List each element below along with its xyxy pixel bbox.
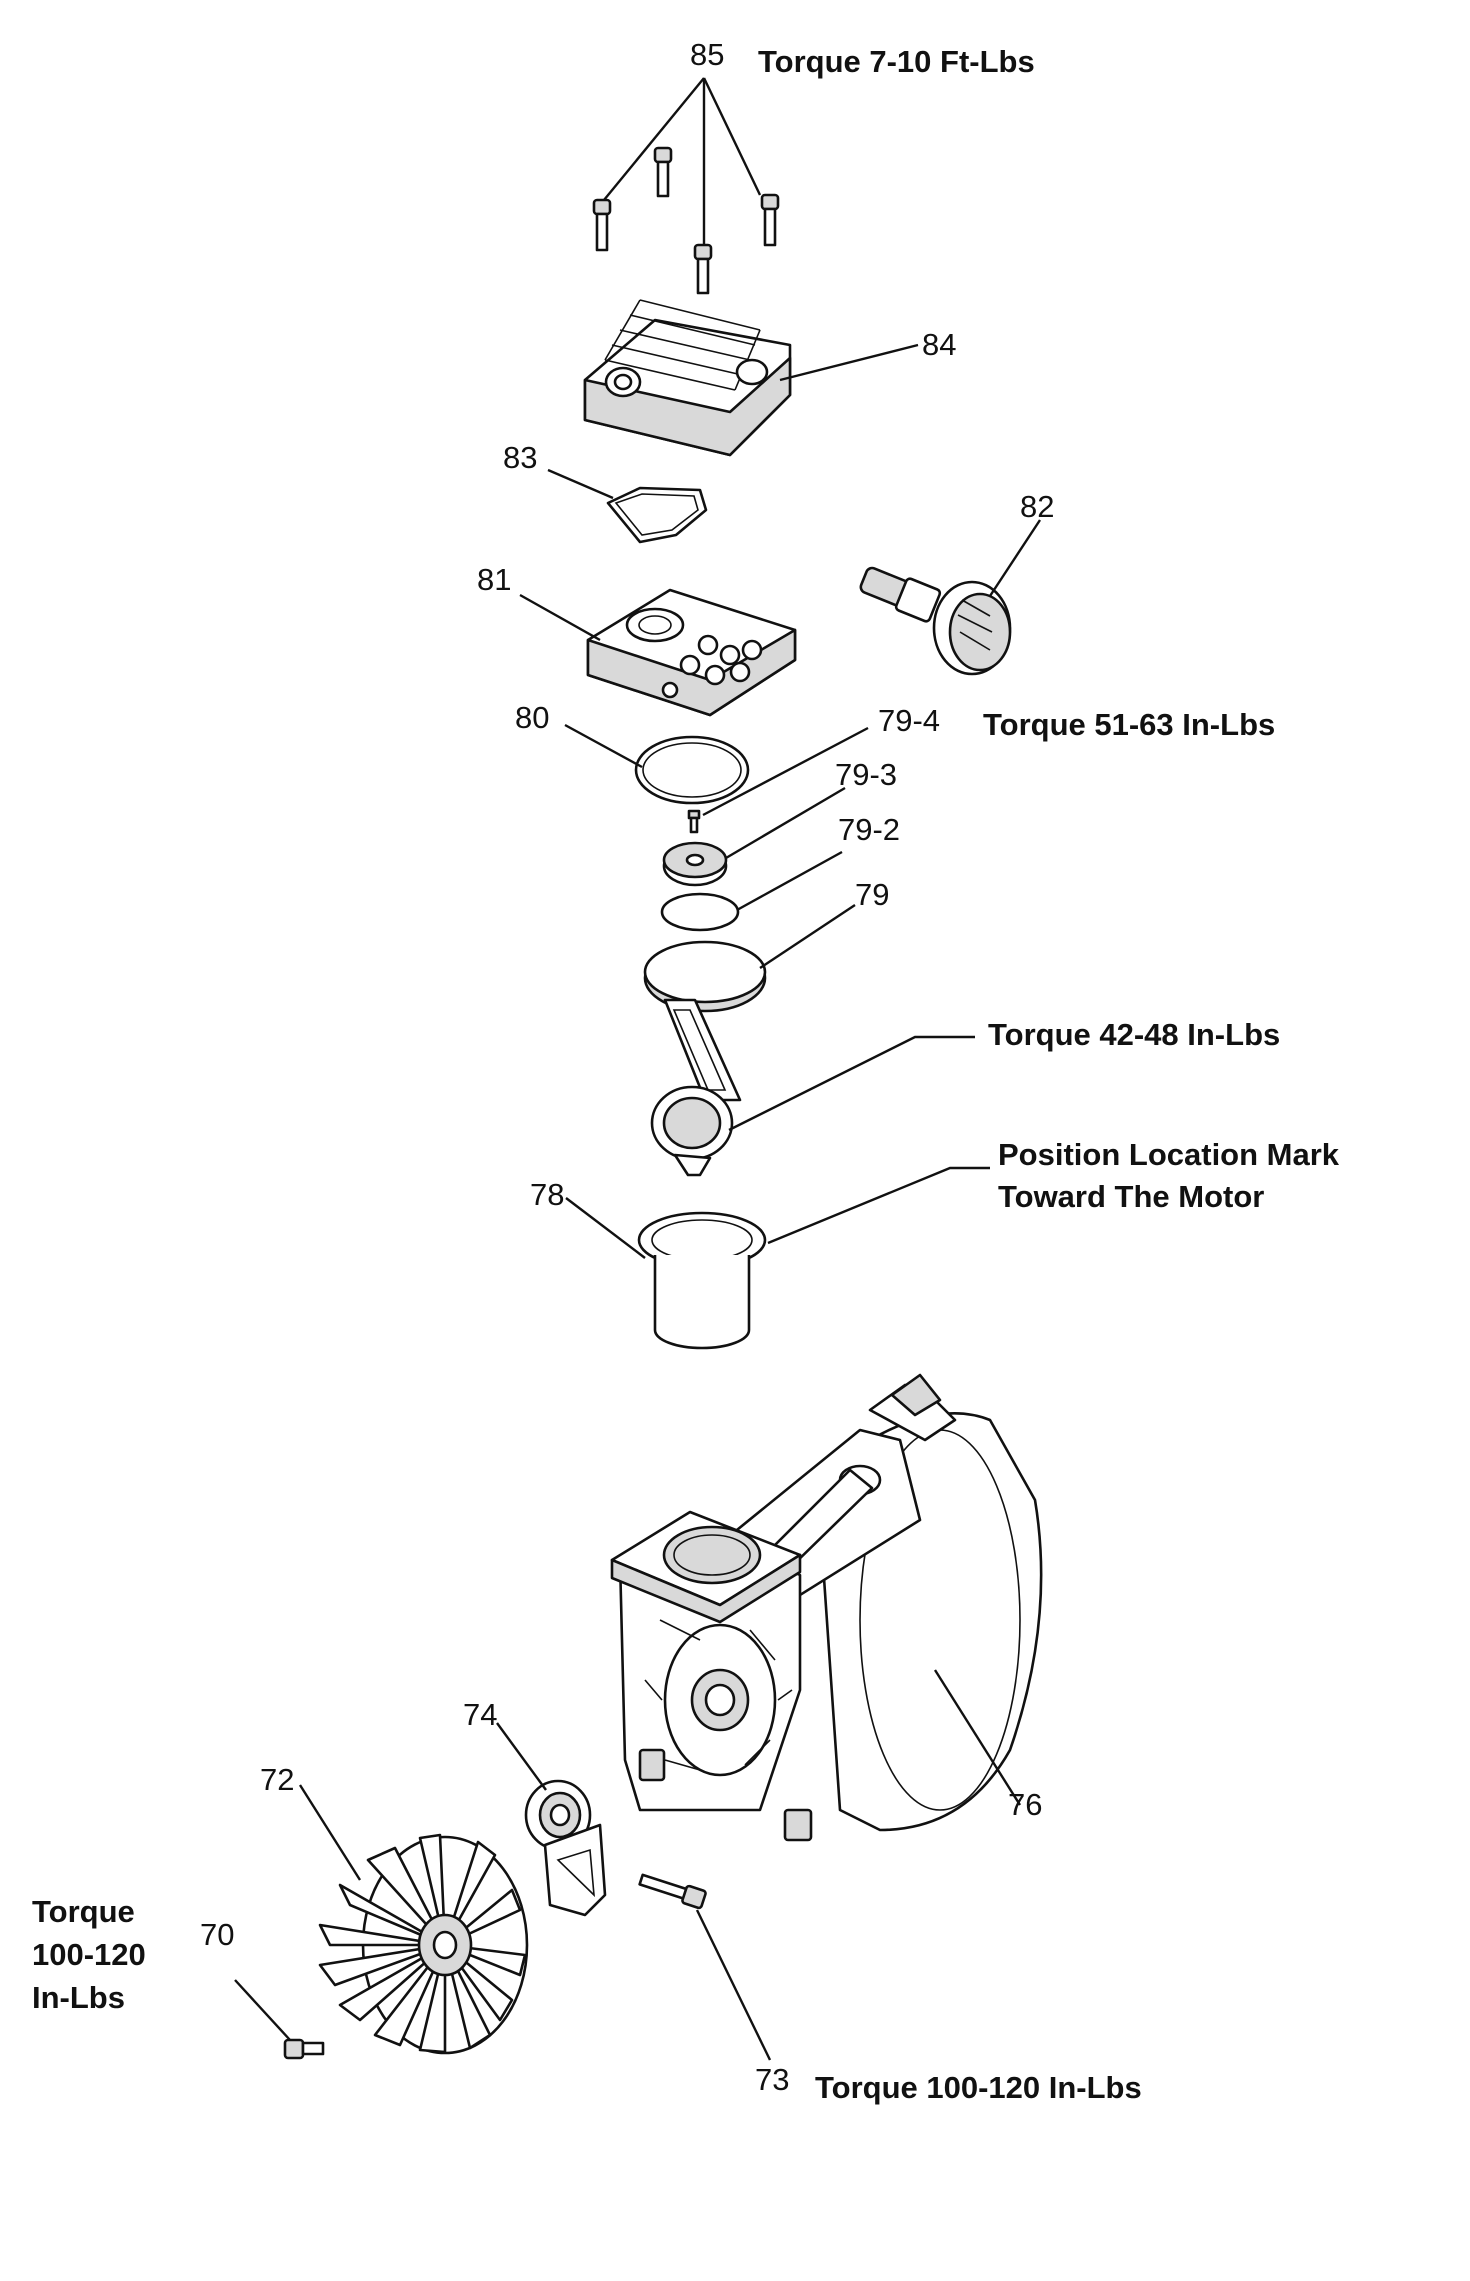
callout-73: 73 — [755, 2062, 789, 2097]
part-74-eccentric — [496, 1722, 607, 1917]
part-73-bolt — [638, 1873, 772, 2061]
part-84-cylinder-head — [583, 299, 919, 457]
callout-81: 81 — [477, 562, 511, 597]
callout-83: 83 — [503, 440, 537, 475]
callout-74: 74 — [463, 1697, 497, 1732]
callout-82: 82 — [1020, 489, 1054, 524]
callout-84: 84 — [922, 327, 956, 362]
part-82-fitting — [859, 519, 1042, 676]
part-79-4-screw — [687, 726, 869, 834]
note-torque-73: Torque 100-120 In-Lbs — [815, 2070, 1142, 2105]
note-torque-79-4: Torque 51-63 In-Lbs — [983, 707, 1275, 742]
callout-85: 85 — [690, 37, 724, 72]
note-torque-rod: Torque 42-48 In-Lbs — [988, 1017, 1280, 1052]
part-80-o-ring — [564, 723, 750, 805]
note-torque-70-line3: In-Lbs — [32, 1980, 125, 2015]
callout-76: 76 — [1008, 1787, 1042, 1822]
part-72-fan — [298, 1784, 529, 2055]
part-85-bolts — [592, 77, 780, 295]
note-torque-70-line1: Torque — [32, 1894, 135, 1929]
callout-80: 80 — [515, 700, 549, 735]
part-78-cylinder-sleeve — [565, 1166, 990, 1350]
note-position-line1: Position Location Mark — [998, 1137, 1340, 1172]
note-torque-85: Torque 7-10 Ft-Lbs — [758, 44, 1035, 79]
callout-79-2: 79-2 — [838, 812, 900, 847]
callout-79: 79 — [855, 877, 889, 912]
note-position-line2: Toward The Motor — [998, 1179, 1264, 1214]
part-79-piston-rod — [643, 903, 975, 1177]
part-81-valve-plate — [519, 588, 797, 717]
part-70-fan-bolt — [234, 1979, 325, 2060]
callout-78: 78 — [530, 1177, 564, 1212]
callout-72: 72 — [260, 1762, 294, 1797]
part-76-motor — [610, 1373, 1043, 1842]
callout-70: 70 — [200, 1917, 234, 1952]
part-79-3-retainer — [662, 786, 846, 887]
callout-79-4: 79-4 — [878, 703, 940, 738]
part-79-2-valve-disc — [660, 850, 843, 932]
note-torque-70-line2: 100-120 — [32, 1937, 146, 1972]
part-83-gasket — [547, 468, 708, 544]
callout-79-3: 79-3 — [835, 757, 897, 792]
